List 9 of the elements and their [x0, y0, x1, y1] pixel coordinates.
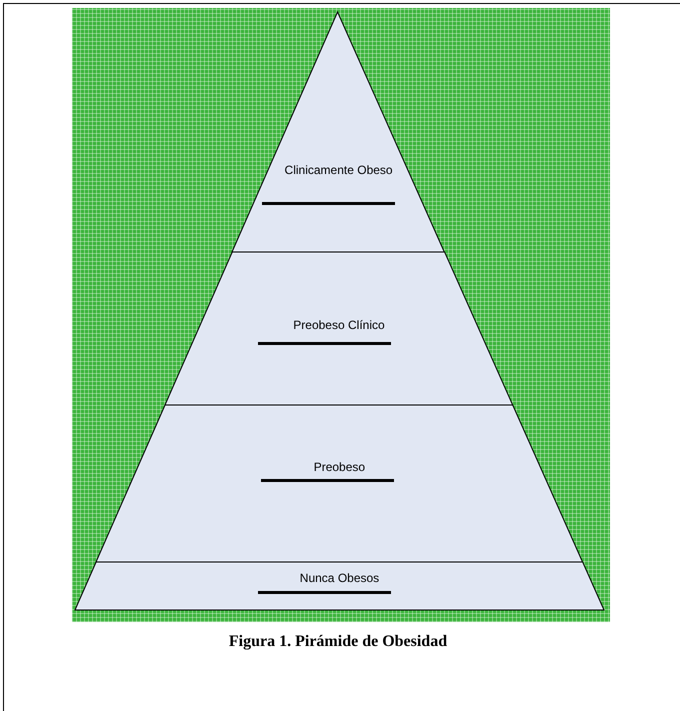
pyramid-band [96, 405, 583, 562]
band-label: Preobeso Clínico [293, 318, 385, 332]
pyramid-band [232, 12, 445, 252]
pyramid-band [75, 562, 604, 610]
band-label: Nunca Obesos [300, 571, 380, 585]
band-label: Clinicamente Obeso [284, 163, 393, 177]
band-label: Preobeso [314, 460, 366, 474]
figure-caption: Figura 1. Pirámide de Obesidad [228, 633, 448, 651]
pyramid-band [165, 252, 513, 405]
